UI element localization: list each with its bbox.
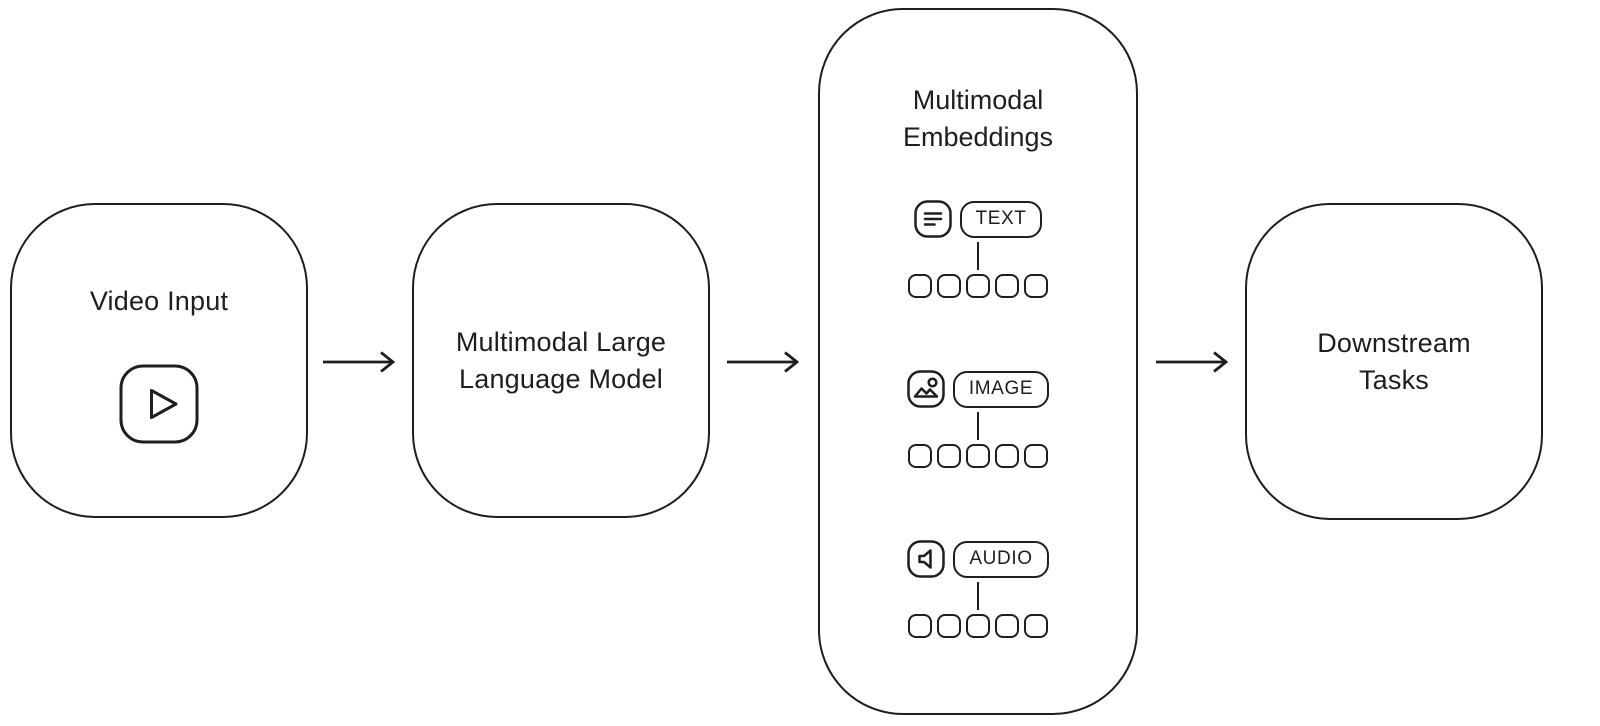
downstream-label-line2: Tasks	[1358, 364, 1429, 395]
embeddings-title: Multimodal Embeddings	[903, 82, 1053, 156]
embeddings-title-line1: Multimodal	[912, 85, 1044, 115]
token-square	[966, 274, 990, 298]
connector-line	[976, 582, 980, 610]
mllm-label: Multimodal Large Language Model	[456, 324, 666, 398]
token-square	[995, 614, 1019, 638]
video-input-label: Video Input	[89, 286, 229, 316]
node-video-input: Video Input	[10, 203, 308, 518]
token-row-image	[907, 444, 1048, 468]
token-row-audio	[908, 614, 1048, 638]
node-mllm: Multimodal Large Language Model	[412, 203, 710, 518]
mllm-label-line1: Multimodal Large	[455, 326, 667, 357]
node-multimodal-embeddings: Multimodal Embeddings TEXT	[818, 8, 1138, 715]
modality-pill-image: IMAGE	[952, 370, 1050, 408]
modality-pill-audio: AUDIO	[953, 540, 1049, 578]
arrow-right-icon	[726, 348, 804, 376]
token-square	[908, 274, 932, 298]
modality-image: IMAGE	[907, 370, 1050, 468]
modality-text: TEXT	[908, 200, 1048, 298]
modality-image-header: IMAGE	[907, 370, 1050, 408]
audio-icon	[907, 540, 946, 578]
token-square	[1023, 444, 1048, 468]
token-square	[995, 274, 1019, 298]
token-square	[937, 274, 961, 298]
modality-text-header: TEXT	[913, 200, 1043, 238]
play-icon	[119, 364, 199, 444]
token-square	[1024, 614, 1048, 638]
token-square	[937, 614, 961, 638]
connector-line	[976, 242, 980, 270]
modality-audio: AUDIO	[907, 540, 1049, 638]
modality-audio-header: AUDIO	[907, 540, 1049, 578]
node-downstream-tasks: Downstream Tasks	[1245, 203, 1543, 520]
arrow-right-icon	[1155, 348, 1233, 376]
token-square	[907, 444, 932, 468]
token-square	[966, 614, 990, 638]
token-square	[965, 444, 990, 468]
token-square	[908, 614, 932, 638]
token-square	[994, 444, 1019, 468]
downstream-label: Downstream Tasks	[1317, 325, 1471, 399]
image-icon	[907, 370, 945, 408]
mllm-label-line2: Language Model	[459, 363, 663, 394]
modality-pill-text: TEXT	[959, 200, 1043, 238]
text-lines-icon	[913, 200, 952, 238]
connector-line	[976, 412, 980, 440]
embeddings-title-line2: Embeddings	[902, 122, 1054, 152]
arrow-right-icon	[322, 348, 400, 376]
token-square	[1024, 274, 1048, 298]
token-row-text	[908, 274, 1048, 298]
downstream-label-line1: Downstream	[1317, 327, 1471, 358]
token-square	[936, 444, 961, 468]
